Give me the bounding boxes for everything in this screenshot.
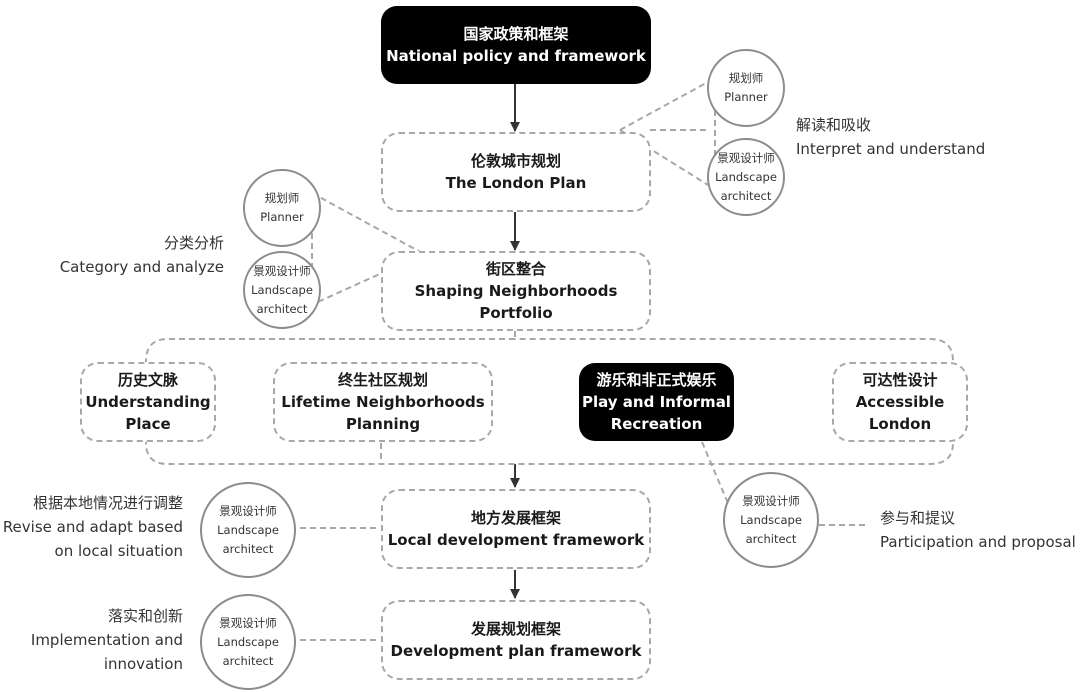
- portfolio-item-en-line2: Recreation: [610, 415, 703, 433]
- local-framework-zh: 地方发展框架: [470, 509, 561, 527]
- london-plan-node: 伦敦城市规划 The London Plan: [381, 132, 651, 212]
- shaping-zh: 街区整合: [485, 260, 546, 278]
- portfolio-group-outline: [145, 338, 954, 465]
- landscape-en-line2: architect: [222, 653, 274, 668]
- portfolio-item-en-line2: Place: [125, 415, 171, 433]
- landscape-en-line2: architect: [222, 541, 274, 556]
- development-plan-zh: 发展规划框架: [470, 620, 561, 638]
- portfolio-item-zh: 历史文脉: [117, 371, 178, 389]
- annotation-en-line1: Implementation and: [30, 631, 183, 649]
- portfolio-item-en-line1: Understanding: [85, 393, 211, 411]
- planner-zh: 规划师: [728, 71, 764, 85]
- local-framework-en: Local development framework: [387, 531, 645, 549]
- landscape-zh: 景观设计师: [742, 493, 800, 508]
- landscape-circle-top-right: 景观设计师 Landscape architect: [707, 138, 785, 216]
- portfolio-item-zh: 游乐和非正式娱乐: [596, 371, 717, 389]
- planner-circle-top-right: 规划师 Planner: [707, 49, 785, 127]
- annotation-en: Interpret and understand: [796, 140, 986, 158]
- portfolio-item-en-line1: Lifetime Neighborhoods: [281, 393, 485, 411]
- london-plan-en: The London Plan: [445, 174, 587, 192]
- annotation-zh: 参与和提议: [880, 509, 956, 527]
- landscape-zh: 景观设计师: [717, 150, 775, 165]
- annotation-implementation: 落实和创新 Implementation and innovation: [31, 604, 183, 676]
- landscape-zh: 景观设计师: [219, 615, 277, 630]
- portfolio-item-accessible-london: 可达性设计 Accessible London: [832, 362, 968, 442]
- landscape-circle-revise: 景观设计师 Landscape architect: [200, 482, 296, 578]
- landscape-circle-implementation: 景观设计师 Landscape architect: [200, 594, 296, 690]
- portfolio-item-zh: 终生社区规划: [337, 371, 428, 389]
- landscape-en-line1: Landscape: [251, 282, 313, 297]
- landscape-en-line2: architect: [256, 301, 308, 316]
- landscape-en-line1: Landscape: [715, 169, 777, 184]
- shaping-neighborhoods-node: 街区整合 Shaping Neighborhoods Portfolio: [381, 251, 651, 331]
- landscape-en-line2: architect: [745, 531, 797, 546]
- portfolio-item-zh: 可达性设计: [862, 371, 938, 389]
- portfolio-item-en-line2: Planning: [345, 415, 421, 433]
- landscape-zh: 景观设计师: [219, 503, 277, 518]
- annotation-zh: 根据本地情况进行调整: [32, 494, 183, 512]
- annotation-en-line1: Revise and adapt based: [2, 518, 183, 536]
- annotation-en-line2: on local situation: [54, 542, 183, 560]
- annotation-zh: 解读和吸收: [796, 116, 872, 134]
- landscape-circle-participation: 景观设计师 Landscape architect: [723, 472, 819, 568]
- landscape-zh: 景观设计师: [253, 263, 311, 278]
- landscape-circle-left: 景观设计师 Landscape architect: [243, 251, 321, 329]
- annotation-zh: 落实和创新: [107, 607, 183, 625]
- planner-en: Planner: [724, 90, 768, 104]
- development-plan-node: 发展规划框架 Development plan framework: [381, 600, 651, 680]
- portfolio-item-en-line2: London: [868, 415, 932, 433]
- annotation-en: Participation and proposal: [880, 533, 1076, 551]
- shaping-en-line1: Shaping Neighborhoods: [414, 282, 618, 300]
- portfolio-item-en-line1: Accessible: [855, 393, 945, 411]
- london-plan-zh: 伦敦城市规划: [470, 152, 561, 170]
- landscape-en-line1: Landscape: [740, 512, 802, 527]
- annotation-en-line2: innovation: [103, 655, 183, 673]
- planner-circle-left: 规划师 Planner: [243, 169, 321, 247]
- annotation-participation: 参与和提议 Participation and proposal: [880, 506, 1076, 554]
- development-plan-en: Development plan framework: [390, 642, 642, 660]
- portfolio-item-lifetime-neighborhoods: 终生社区规划 Lifetime Neighborhoods Planning: [273, 362, 493, 442]
- portfolio-item-en-line1: Play and Informal: [582, 393, 731, 411]
- shaping-en-line2: Portfolio: [479, 304, 553, 322]
- local-framework-node: 地方发展框架 Local development framework: [381, 489, 651, 569]
- landscape-en-line1: Landscape: [217, 634, 279, 649]
- annotation-zh: 分类分析: [163, 234, 224, 252]
- landscape-en-line2: architect: [720, 188, 772, 203]
- landscape-en-line1: Landscape: [217, 522, 279, 537]
- national-policy-node: 国家政策和框架 National policy and framework: [381, 6, 651, 84]
- portfolio-item-play-recreation: 游乐和非正式娱乐 Play and Informal Recreation: [579, 363, 734, 441]
- portfolio-item-understanding-place: 历史文脉 Understanding Place: [80, 362, 216, 442]
- national-policy-en: National policy and framework: [386, 47, 646, 65]
- planner-en: Planner: [260, 210, 304, 224]
- annotation-en: Category and analyze: [59, 258, 224, 276]
- annotation-category: 分类分析 Category and analyze: [60, 231, 224, 279]
- planner-zh: 规划师: [264, 191, 300, 205]
- annotation-revise: 根据本地情况进行调整 Revise and adapt based on loc…: [3, 491, 183, 563]
- annotation-interpret: 解读和吸收 Interpret and understand: [796, 113, 985, 161]
- national-policy-zh: 国家政策和框架: [463, 25, 569, 43]
